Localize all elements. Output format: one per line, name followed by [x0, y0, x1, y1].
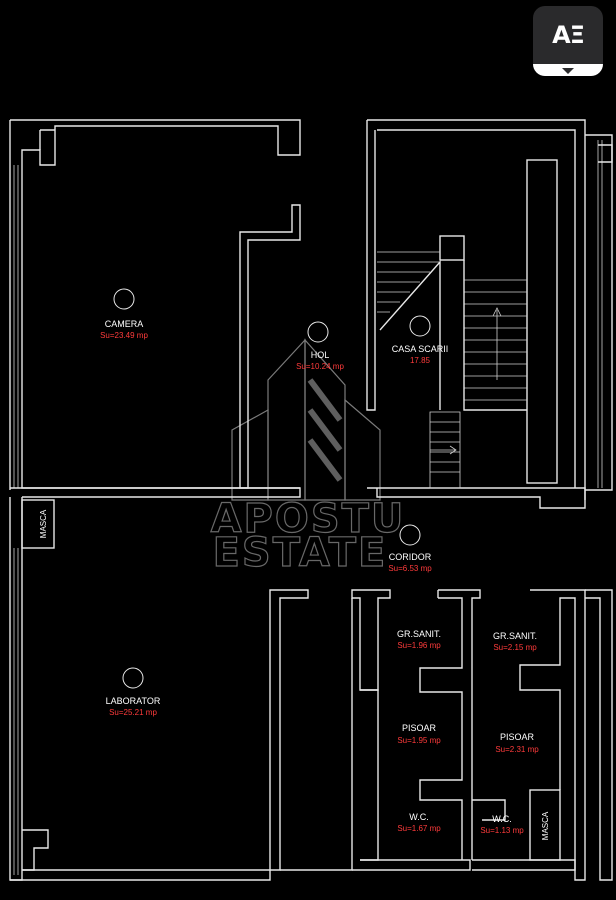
room-name-gr-sanit-1: GR.SANIT.	[397, 629, 441, 639]
room-name-laborator: LABORATOR	[106, 696, 161, 706]
marker-casa-scarii	[409, 315, 431, 337]
room-area-camera: Su=23.49 mp	[100, 331, 148, 340]
room-name-wc-2: W.C.	[492, 814, 512, 824]
room-name-hol: HOL	[311, 350, 330, 360]
marker-coridor	[399, 524, 421, 546]
room-name-wc-1: W.C.	[409, 812, 429, 822]
text-recognition-button[interactable]: AΞ	[533, 6, 603, 76]
room-area-laborator: Su=25.21 mp	[109, 708, 157, 717]
room-labels: CAMERA Su=23.49 mp HOL Su=10.24 mp CASA …	[39, 319, 550, 840]
text-recognition-icon: AΞ	[552, 21, 585, 49]
watermark-line1: APOSTU	[211, 496, 406, 542]
room-name-casa-scarii: CASA SCARII	[392, 344, 449, 354]
room-area-casa-scarii: 17.85	[410, 356, 431, 365]
label-masca-right: MASCA	[541, 811, 550, 840]
room-area-wc-1: Su=1.67 mp	[397, 824, 441, 833]
watermark-line2: ESTATE	[213, 530, 388, 576]
marker-hol	[307, 321, 329, 343]
room-area-coridor: Su=6.53 mp	[388, 564, 432, 573]
label-masca-left: MASCA	[39, 509, 48, 538]
room-name-coridor: CORIDOR	[389, 552, 432, 562]
marker-camera	[113, 288, 135, 310]
room-area-pisoar-2: Su=2.31 mp	[495, 745, 539, 754]
watermark-building-icon	[231, 338, 381, 501]
room-area-pisoar-1: Su=1.95 mp	[397, 736, 441, 745]
room-name-gr-sanit-2: GR.SANIT.	[493, 631, 537, 641]
watermark: APOSTU ESTATE	[210, 338, 406, 577]
room-markers	[113, 288, 431, 689]
walls	[9, 119, 613, 881]
room-area-gr-sanit-1: Su=1.96 mp	[397, 641, 441, 650]
room-name-pisoar-2: PISOAR	[500, 732, 535, 742]
button-footer-strip	[533, 64, 603, 76]
chevron-down-icon	[562, 68, 574, 74]
room-name-camera: CAMERA	[105, 319, 144, 329]
room-area-hol: Su=10.24 mp	[296, 362, 344, 371]
marker-laborator	[122, 667, 144, 689]
room-name-pisoar-1: PISOAR	[402, 723, 437, 733]
room-area-gr-sanit-2: Su=2.15 mp	[493, 643, 537, 652]
room-area-wc-2: Su=1.13 mp	[480, 826, 524, 835]
